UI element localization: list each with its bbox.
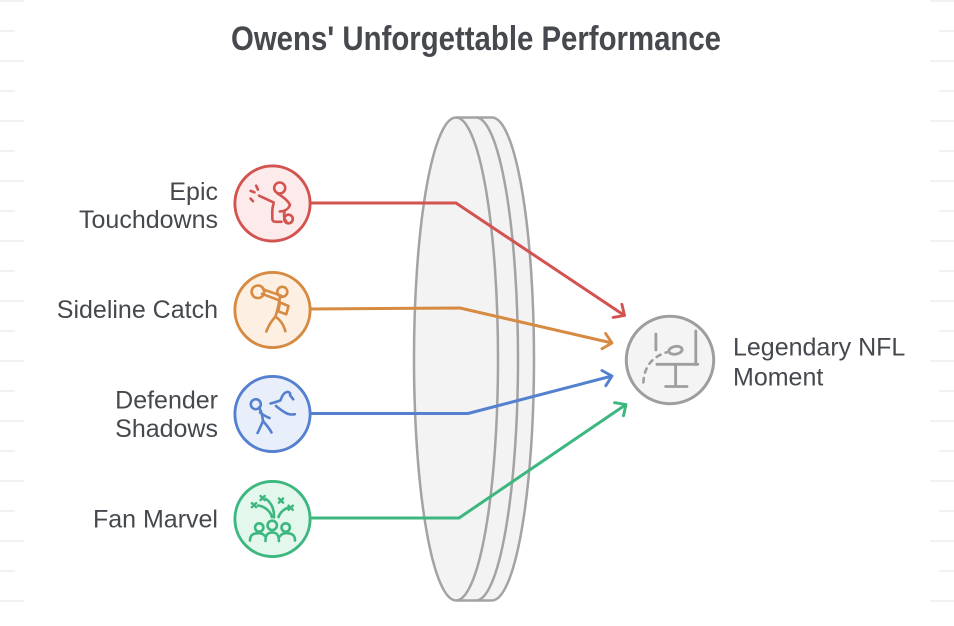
svg-text:Defender: Defender xyxy=(115,387,218,415)
svg-text:Shadows: Shadows xyxy=(115,415,218,443)
svg-text:Moment: Moment xyxy=(733,364,823,392)
svg-text:Owens' Unforgettable Performan: Owens' Unforgettable Performance xyxy=(231,20,721,58)
svg-text:Touchdowns: Touchdowns xyxy=(79,206,218,234)
svg-text:Legendary NFL: Legendary NFL xyxy=(733,334,905,362)
svg-text:Sideline Catch: Sideline Catch xyxy=(57,296,218,324)
svg-text:Fan Marvel: Fan Marvel xyxy=(93,506,218,534)
svg-text:Epic: Epic xyxy=(169,178,218,206)
